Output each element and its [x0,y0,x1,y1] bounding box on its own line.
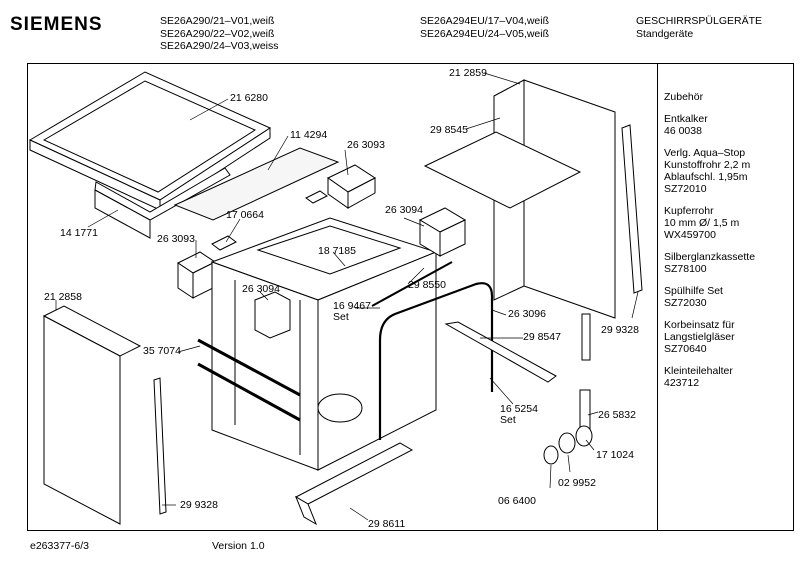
model-line: SE26A290/22–V02,weiß [160,27,275,40]
category-line: Standgeräte [636,27,694,40]
model-line: SE26A294EU/24–V05,weiß [420,27,549,40]
accessory-line: Zubehör [664,91,704,103]
part-label-line: 16 9467 [333,300,371,312]
hinge-cover-part-2 [177,251,216,299]
accessory-line: 10 mm Ø/ 1,5 m [664,217,740,229]
leader-lines [55,72,639,521]
accessory-line: 423712 [664,377,700,389]
side-panel-right-part [493,79,616,319]
part-label: 17 1024 [596,449,634,461]
part-label: 02 9952 [558,477,596,489]
accessory-line: SZ72010 [664,183,707,195]
accessory-heading: Zubehör [664,91,792,103]
accessory-line: 46 0038 [664,125,702,137]
part-label: 29 8550 [408,279,446,291]
accessory-line: WX459700 [664,229,716,241]
part-label: 35 7074 [143,345,181,357]
part-label-line: 16 5254 [500,403,538,415]
accessory-item: Kupferrohr 10 mm Ø/ 1,5 m WX459700 [664,205,792,241]
accessory-line: Ablaufschl. 1,95m [664,171,748,183]
part-label: 26 3096 [508,308,546,320]
dosing-part [254,291,291,339]
insulation-mat-part [173,147,340,221]
side-panel-left-part [42,305,142,525]
part-label: 29 8547 [523,331,561,343]
accessory-line: Langstielgläser [664,331,735,343]
accessory-line: Kupferrohr [664,205,714,217]
accessory-item: Entkalker 46 0038 [664,113,792,137]
part-label: 21 2859 [449,67,487,79]
model-list-a: SE26A290/21–V01,weiß SE26A290/22–V02,wei… [160,15,279,53]
seal-strip-right-part [621,124,643,294]
accessory-line: SZ70640 [664,343,707,355]
diagram-frame [27,63,794,531]
model-line: SE26A294EU/17–V04,weiß [420,15,549,27]
accessory-line: Kunstoffrohr 2,2 m [664,159,751,171]
cover-block-part [418,207,467,257]
hose-part [581,313,591,361]
nut-part [543,445,559,465]
rail-part [371,261,453,307]
accessory-line: Entkalker [664,113,708,125]
part-label: 11 4294 [290,129,328,141]
part-label: 29 8611 [368,518,406,530]
accessory-item: Korbeinsatz für Langstielgläser SZ70640 [664,319,792,355]
part-label: 26 5832 [598,409,636,421]
model-line: SE26A290/24–V03,weiss [160,40,279,52]
brand-logo: SIEMENS [10,14,103,35]
shelf-part [423,131,582,209]
part-label: 16 9467 Set [333,301,371,323]
bracket-part-2 [305,190,328,204]
accessory-line: Kleinteilehalter [664,365,733,377]
accessory-item: Verlg. Aqua–Stop Kunstoffrohr 2,2 m Abla… [664,147,792,195]
connector-part [575,425,593,447]
accessory-line: Verlg. Aqua–Stop [664,147,746,159]
worktop-part [28,71,272,239]
rail-lower-part [197,362,301,422]
model-list-b: SE26A294EU/17–V04,weiß SE26A294EU/24–V05… [420,15,549,40]
accessory-line: SZ78100 [664,263,707,275]
part-label: 16 5254 Set [500,404,538,426]
part-label: 18 7185 [318,245,356,257]
accessory-line: SZ72030 [664,297,707,309]
accessory-line: Silberglanzkassette [664,251,756,263]
part-label: 21 2858 [44,291,82,303]
accessory-item: Spülhilfe Set SZ72030 [664,285,792,309]
accessory-line: Korbeinsatz für [664,319,735,331]
part-label: 29 9328 [180,499,218,511]
door-seal-part [378,282,494,440]
part-label: 26 3093 [347,139,385,151]
accessories-list: Zubehör Entkalker 46 0038 Verlg. Aqua–St… [664,91,792,399]
part-label-line: Set [333,311,349,323]
part-label-line: Set [500,414,516,426]
part-label: 26 3093 [157,233,195,245]
category-title: GESCHIRRSPÜLGERÄTE Standgeräte [636,15,762,40]
part-label: 17 0664 [226,209,264,221]
seal-ring-part [558,432,576,454]
rail-upper-part [197,338,301,397]
version-label: Version 1.0 [212,540,265,552]
accessory-item: Silberglanzkassette SZ78100 [664,251,792,275]
part-label: 06 6400 [498,495,536,507]
model-line: SE26A290/21–V01,weiß [160,15,275,27]
part-label: 29 9328 [601,324,639,336]
part-label: 29 8545 [430,124,468,136]
seal-strip-left-part [153,377,167,515]
spray-arm-part [444,321,557,383]
part-label: 26 3094 [385,204,423,216]
bracket-part [211,235,237,251]
hinge-cover-part [327,164,376,209]
document-id: e263377-6/3 [30,540,89,552]
tub-part [210,217,438,471]
part-label: 14 1771 [60,227,98,239]
accessory-item: Kleinteilehalter 423712 [664,365,792,389]
part-label: 21 6280 [230,92,268,104]
part-label: 26 3094 [242,283,280,295]
category-line: GESCHIRRSPÜLGERÄTE [636,15,763,27]
sidebar-divider [657,63,658,531]
accessory-line: Spülhilfe Set [664,285,723,297]
